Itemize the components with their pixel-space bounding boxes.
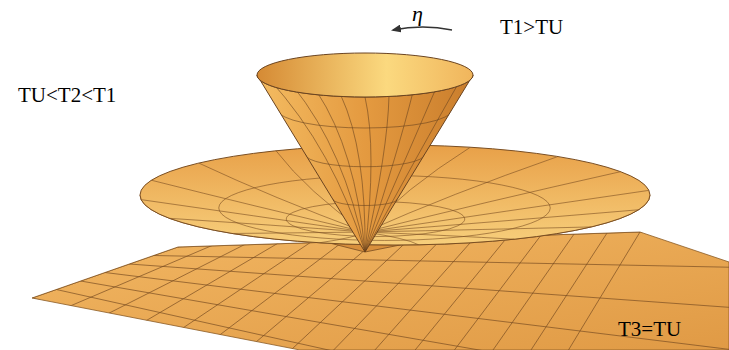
tall-cone: [257, 75, 473, 252]
tall-cone-rim: [257, 53, 473, 97]
temperature-label: T1>TU: [500, 16, 563, 39]
temperature-label: T3=TU: [618, 318, 681, 341]
rotation-arrow: [393, 27, 452, 30]
temperature-label: TU<T2<T1: [18, 84, 116, 107]
rotation-symbol: η: [412, 2, 423, 26]
